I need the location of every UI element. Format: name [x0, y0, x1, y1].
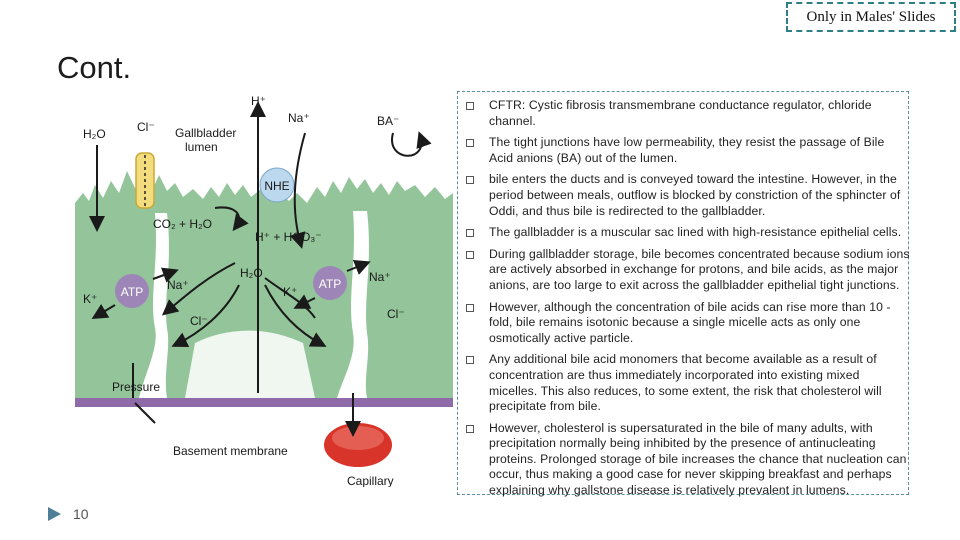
slide-tag: Only in Males' Slides	[786, 2, 956, 32]
bullet-square-icon	[466, 139, 474, 148]
bullet-square-icon	[466, 250, 474, 259]
cl-left-label: Cl⁻	[190, 314, 208, 328]
slide-number-text: 10	[73, 506, 89, 522]
nhe-exchanger	[259, 167, 295, 203]
bullet-square-icon	[466, 303, 474, 312]
bullet-square-icon	[466, 424, 474, 433]
bullet-square-icon	[466, 176, 474, 185]
triangle-icon	[48, 507, 61, 521]
list-item: The tight junctions have low permeabilit…	[466, 135, 911, 166]
atp-pump-right	[313, 266, 347, 300]
bullet-list: CFTR: Cystic fibrosis transmembrane cond…	[466, 98, 911, 505]
list-item: Any additional bile acid monomers that b…	[466, 352, 911, 414]
gallbladder-figure: NHE ATP ATP H₂O Cl⁻ Gallbladder lumen H⁺…	[75, 93, 453, 488]
atp-left-label: ATP	[121, 285, 143, 299]
bullet-text: However, cholesterol is supersaturated i…	[489, 420, 907, 498]
bullet-text: Any additional bile acid monomers that b…	[489, 352, 882, 414]
nhe-label: NHE	[264, 179, 289, 193]
bullet-text: The tight junctions have low permeabilit…	[489, 135, 885, 165]
list-item: During gallbladder storage, bile becomes…	[466, 247, 911, 294]
bullet-text: However, although the concentration of b…	[489, 299, 891, 345]
bullet-text: During gallbladder storage, bile becomes…	[489, 246, 910, 292]
bullet-square-icon	[466, 229, 474, 238]
list-item: CFTR: Cystic fibrosis transmembrane cond…	[466, 98, 911, 129]
slide-number: 10	[48, 506, 89, 522]
ba-label: BA⁻	[377, 114, 399, 128]
capillary-label: Capillary	[347, 474, 394, 487]
intercellular-space-center	[185, 330, 315, 398]
basement-membrane	[75, 398, 453, 407]
atp-pump-left	[115, 274, 149, 308]
lumen-label: lumen	[185, 140, 218, 154]
bullet-text: CFTR: Cystic fibrosis transmembrane cond…	[489, 98, 872, 128]
intercellular-space-right	[337, 211, 369, 398]
pressure-label: Pressure	[112, 380, 160, 394]
na-right-label: Na⁺	[369, 270, 391, 284]
list-item: However, cholesterol is supersaturated i…	[466, 421, 911, 499]
bullet-square-icon	[466, 102, 474, 110]
bullet-text: bile enters the ducts and is conveyed to…	[489, 172, 901, 218]
basement-membrane-label: Basement membrane	[173, 444, 288, 458]
h2o-top-label: H₂O	[83, 127, 106, 141]
content-box	[457, 91, 909, 495]
list-item: However, although the concentration of b…	[466, 300, 911, 347]
list-item: bile enters the ducts and is conveyed to…	[466, 172, 911, 219]
atp-right-label: ATP	[319, 277, 341, 291]
h-plus-label: H⁺	[251, 94, 266, 108]
na-left-label: Na⁺	[167, 278, 189, 292]
na-plus-label: Na⁺	[288, 111, 310, 125]
cl-right-label: Cl⁻	[387, 307, 405, 321]
h-hco3-label: H⁺ + HCO₃⁻	[255, 230, 322, 244]
cl-top-label: Cl⁻	[137, 120, 155, 134]
bullet-text: The gallbladder is a muscular sac lined …	[489, 225, 902, 240]
k-left-label: K⁺	[83, 292, 97, 306]
intercellular-space-left	[139, 213, 169, 398]
h2o-mid-label: H₂O	[240, 266, 263, 280]
slide-title: Cont.	[57, 50, 132, 85]
list-item: The gallbladder is a muscular sac lined …	[466, 225, 911, 241]
co2-h2o-label: CO₂ + H₂O	[153, 217, 212, 231]
bullet-square-icon	[466, 356, 474, 365]
gallbladder-label: Gallbladder	[175, 126, 236, 140]
k-right-label: K⁺	[283, 285, 297, 299]
